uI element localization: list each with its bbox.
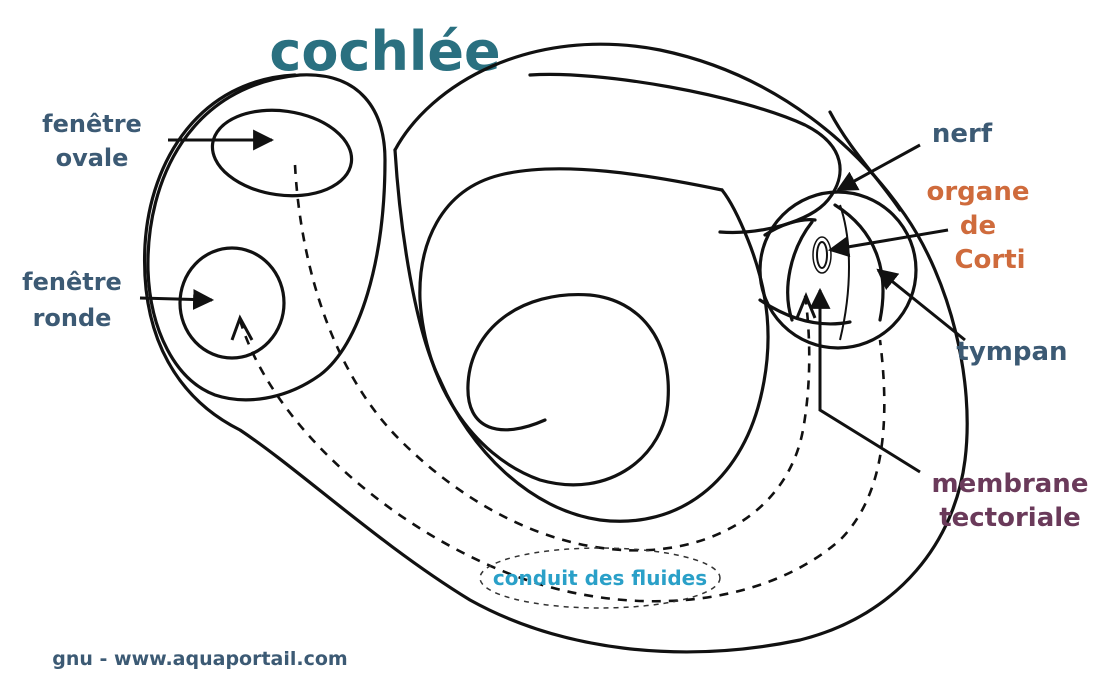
label-round-window-line1: fenêtre [22,268,122,296]
fluid-arrowhead-corti [797,296,815,318]
label-organ-line3: Corti [954,245,1025,275]
arrow-tympanic [878,270,965,340]
oval-window [207,102,357,205]
label-round-window-line2: ronde [33,304,112,332]
fluid-arrowhead-round [232,318,252,340]
cochlea-inner-turn [395,150,768,521]
reissner-membrane [835,205,883,320]
label-organ-line2: de [960,211,996,241]
label-organ-line1: organe [927,177,1030,207]
cochlea-spiral [420,169,722,485]
label-tympanic: tympan [956,337,1067,367]
vestibule-chamber [148,75,385,400]
label-nerve: nerf [932,119,993,149]
hair-cells [813,237,831,273]
label-membrane-line2: tectoriale [939,503,1081,533]
label-oval-window-line1: fenêtre [42,110,142,138]
credit-text: gnu - www.aquaportail.com [52,648,347,670]
corti-cell-line [840,205,849,340]
scala-media-upper [530,74,840,232]
round-window [180,248,284,358]
label-membrane-line1: membrane [932,469,1089,499]
fluid-path-outer [240,320,884,601]
arrow-tectorial-membrane [820,290,920,472]
fluid-path-inner [295,165,809,550]
arrow-round-window [140,298,212,300]
label-oval-window-line2: ovale [56,144,129,172]
label-fluid-duct: conduit des fluides [493,566,707,590]
